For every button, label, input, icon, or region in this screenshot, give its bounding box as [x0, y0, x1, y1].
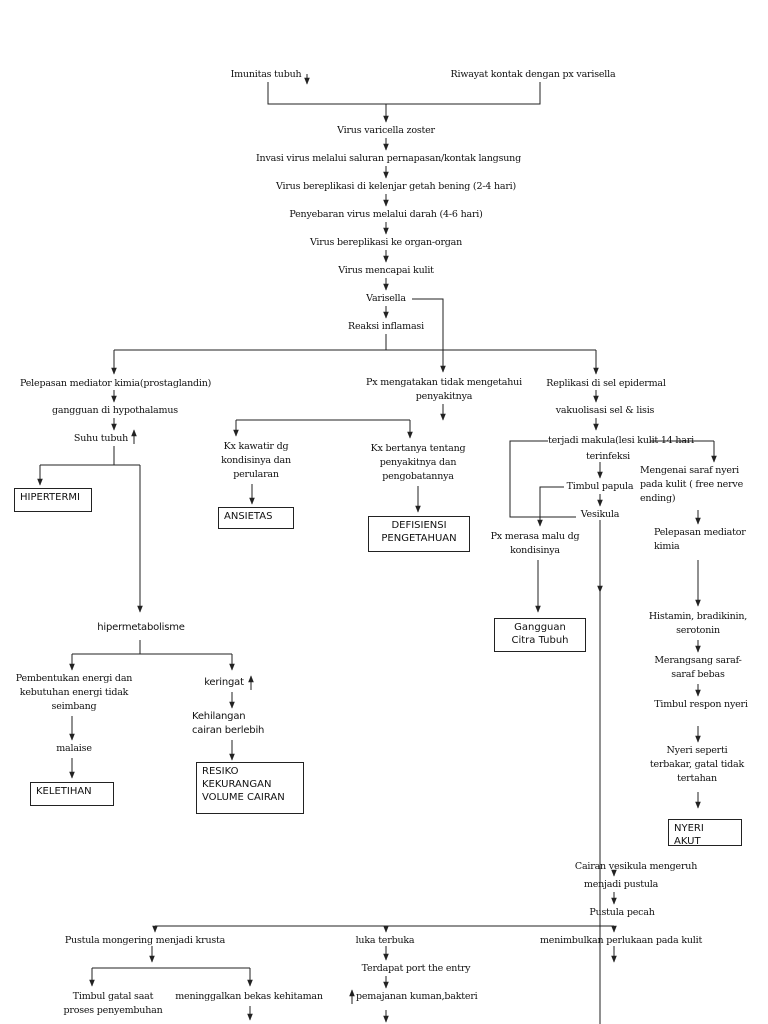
diagnosis-nyeri-akut-line2: AKUT	[674, 836, 701, 846]
diagnosis-ansietas: ANSIETAS	[218, 507, 294, 529]
node-pemajanan: pemajanan kuman,bakteri	[356, 991, 478, 1002]
node-timbul-papula: Timbul papula	[566, 481, 634, 492]
diagnosis-resiko-line1: RESIKO	[202, 766, 239, 777]
node-pelepasan-kimia-line2: kimia	[654, 541, 680, 552]
node-kehilangan-line2: cairan berlebih	[192, 725, 265, 736]
node-timbul-gatal-line2: proses penyembuhan	[63, 1005, 163, 1016]
node-histamin-line2: serotonin	[676, 625, 720, 636]
node-luka-terbuka: luka terbuka	[355, 935, 415, 946]
node-px-malu-line1: Px merasa malu dg	[490, 531, 580, 542]
node-pembentukan-energi: Pembentukan energi dan kebutuhan energi …	[10, 672, 138, 714]
node-histamin-line1: Histamin, bradikinin,	[648, 611, 748, 622]
node-kehilangan-line1: Kehilangan	[192, 711, 246, 722]
node-merangsang-saraf: Merangsang saraf- saraf bebas	[648, 654, 748, 682]
node-riwayat-kontak: Riwayat kontak dengan px varisella	[450, 69, 616, 80]
node-px-tidak-mengetahui-line2: penyakitnya	[415, 391, 473, 402]
node-timbul-respon-nyeri: Timbul respon nyeri	[654, 699, 748, 710]
node-malaise: malaise	[56, 743, 92, 754]
node-histamin: Histamin, bradikinin, serotonin	[640, 610, 756, 638]
node-merangsang-line2: saraf bebas	[671, 669, 725, 680]
node-makula: terjadi makula(lesi kulit 14 hari	[548, 435, 694, 446]
node-kx-bertanya: Kx bertanya tentang penyakitnya dan peng…	[356, 442, 480, 484]
diagnosis-gangguan-citra-tubuh: Gangguan Citra Tubuh	[494, 618, 586, 652]
node-px-malu-line2: kondisinya	[510, 545, 560, 556]
node-menimbulkan-perlukaan: menimbulkan perlukaan pada kulit	[540, 935, 703, 946]
diagnosis-resiko-kekurangan-volume-cairan: RESIKO KEKURANGAN VOLUME CAIRAN	[196, 762, 304, 814]
diagnosis-defisiensi-pengetahuan: DEFISIENSI PENGETAHUAN	[368, 516, 470, 552]
node-kx-kawatir-line2: kondisinya dan	[221, 455, 291, 466]
node-kx-kawatir: Kx kawatir dg kondisinya dan perularan	[206, 440, 306, 482]
diagnosis-defisiensi-line2: PENGETAHUAN	[381, 533, 457, 544]
node-pustula-pecah: Pustula pecah	[589, 907, 655, 918]
node-penyebaran-darah: Penyebaran virus melalui darah (4-6 hari…	[289, 209, 483, 220]
node-gangguan-hypothalamus: gangguan di hypothalamus	[52, 405, 178, 416]
node-px-merasa-malu: Px merasa malu dg kondisinya	[480, 530, 590, 558]
node-kx-kawatir-line1: Kx kawatir dg	[223, 441, 289, 452]
node-imunitas: Imunitas tubuh	[230, 69, 302, 80]
node-merangsang-line1: Merangsang saraf-	[654, 655, 742, 666]
node-virus-varicella-zoster: Virus varicella zoster	[337, 125, 435, 136]
diagnosis-keletihan: KELETIHAN	[30, 782, 114, 806]
diagnosis-ansietas-label: ANSIETAS	[224, 511, 273, 522]
node-nyeri-seperti-line3: tertahan	[677, 773, 717, 784]
node-pustula-krusta: Pustula mongering menjadi krusta	[64, 935, 226, 946]
node-bekas-kehitaman: meninggalkan bekas kehitaman	[175, 991, 323, 1002]
node-kx-bertanya-line2: penyakitnya dan	[379, 457, 457, 468]
diagnosis-hipertermi-label: HIPERTERMI	[20, 492, 80, 503]
diagnosis-resiko-line3: VOLUME CAIRAN	[202, 792, 285, 803]
node-timbul-gatal-line1: Timbul gatal saat	[72, 991, 154, 1002]
node-pembentukan-line3: seimbang	[51, 701, 97, 712]
node-nyeri-seperti-line2: terbakar, gatal tidak	[649, 759, 745, 770]
diagnosis-nyeri-akut: NYERI AKUT	[668, 819, 742, 846]
node-px-tidak-mengetahui: Px mengatakan tidak mengetahui penyakitn…	[344, 376, 544, 404]
node-keringat: keringat	[204, 677, 244, 688]
node-kx-kawatir-line3: perularan	[233, 469, 279, 480]
node-kx-bertanya-line3: pengobatannya	[382, 471, 454, 482]
node-mencapai-kulit: Virus mencapai kulit	[338, 265, 434, 276]
makula-loop-connector	[509, 440, 576, 518]
node-pelepasan-mediator: Pelepasan mediator kimia(prostaglandin)	[20, 378, 212, 389]
diagnosis-gangguan-citra-line2: Citra Tubuh	[511, 635, 569, 646]
diagnosis-gangguan-citra-line1: Gangguan	[514, 622, 566, 633]
node-nyeri-seperti: Nyeri seperti terbakar, gatal tidak tert…	[638, 744, 756, 786]
varisella-to-px-connector	[412, 298, 446, 373]
diagnosis-keletihan-label: KELETIHAN	[36, 786, 92, 797]
node-kx-bertanya-line1: Kx bertanya tentang	[370, 443, 466, 454]
node-replikasi-organ: Virus bereplikasi ke organ-organ	[309, 237, 463, 248]
diagnosis-defisiensi-line1: DEFISIENSI	[391, 520, 447, 531]
node-replikasi-epidermal: Replikasi di sel epidermal	[546, 378, 666, 389]
node-mengenai-saraf: Mengenai saraf nyeri pada kulit ( free n…	[640, 464, 760, 506]
node-mengenai-saraf-line3: ending)	[640, 493, 676, 504]
node-menjadi-pustula: menjadi pustula	[583, 879, 659, 890]
diagnosis-nyeri-akut-line1: NYERI	[674, 823, 704, 834]
node-terinfeksi: terinfeksi	[586, 451, 630, 462]
node-hipermetabolisme: hipermetabolisme	[97, 622, 185, 633]
node-pelepasan-kimia-line1: Pelepasan mediator	[654, 527, 746, 538]
node-suhu-tubuh: Suhu tubuh	[73, 433, 129, 444]
node-mengenai-saraf-line2: pada kulit ( free nerve	[640, 479, 744, 490]
node-pembentukan-line2: kebutuhan energi tidak	[19, 687, 129, 698]
node-vakuolisasi: vakuolisasi sel & lisis	[555, 405, 655, 416]
node-nyeri-seperti-line1: Nyeri seperti	[666, 745, 728, 756]
node-varisella: Varisella	[366, 293, 406, 304]
top-merge-line	[267, 82, 541, 105]
node-px-tidak-mengetahui-line1: Px mengatakan tidak mengetahui	[366, 377, 522, 388]
node-pelepasan-mediator-kimia: Pelepasan mediator kimia	[654, 526, 754, 554]
node-invasi-virus: Invasi virus melalui saluran pernapasan/…	[256, 153, 521, 164]
papula-to-malu-connector	[537, 486, 564, 527]
node-reaksi-inflamasi: Reaksi inflamasi	[348, 321, 424, 332]
node-mengenai-saraf-line1: Mengenai saraf nyeri	[640, 465, 739, 476]
node-replikasi-kelenjar: Virus bereplikasi di kelenjar getah beni…	[276, 181, 517, 192]
node-cairan-vesikula: Cairan vesikula mengeruh	[574, 861, 698, 872]
node-timbul-gatal: Timbul gatal saat proses penyembuhan	[56, 990, 170, 1018]
node-vesikula: Vesikula	[580, 509, 620, 520]
node-pembentukan-line1: Pembentukan energi dan	[15, 673, 133, 684]
node-kehilangan-cairan: Kehilangan cairan berlebih	[192, 710, 292, 738]
diagnosis-hipertermi: HIPERTERMI	[14, 488, 92, 512]
diagnosis-resiko-line2: KEKURANGAN	[202, 779, 272, 790]
node-port-entry: Terdapat port the entry	[361, 963, 471, 974]
